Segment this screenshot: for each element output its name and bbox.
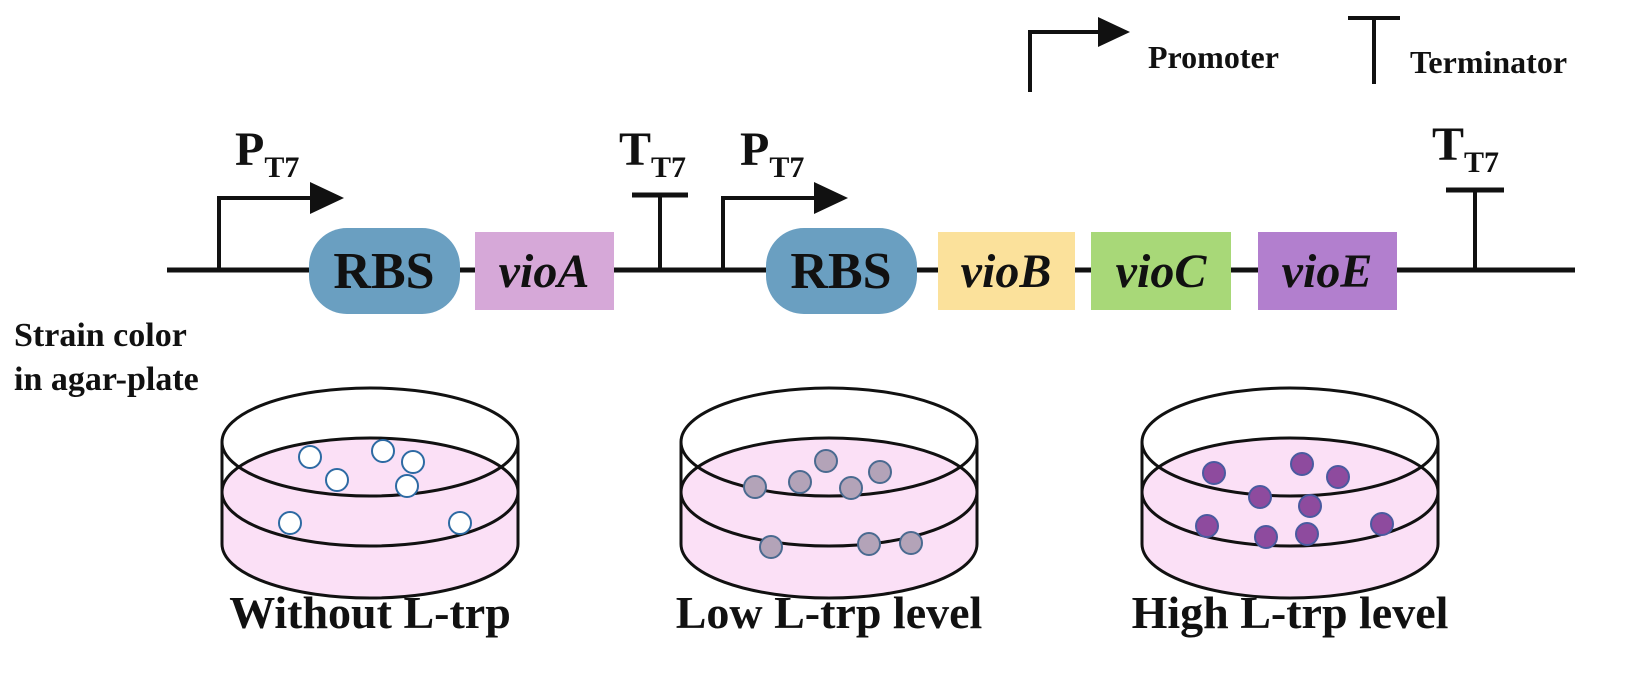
colony xyxy=(1326,465,1350,489)
gene-vioc-shape xyxy=(1091,232,1231,310)
colony xyxy=(1248,485,1272,509)
promoter-2-sub: T7 xyxy=(769,151,804,184)
legend-promoter-icon xyxy=(1028,17,1130,92)
colony xyxy=(278,511,302,535)
dish-caption: High L-trp level xyxy=(1132,587,1449,638)
terminator-2-main: T xyxy=(1432,118,1464,171)
colony xyxy=(743,475,767,499)
gene-vioe-label: vioE xyxy=(1282,245,1373,298)
legend-terminator-label: Terminator xyxy=(1410,44,1567,80)
petri-dish-2: Low L-trp level xyxy=(676,386,983,638)
gene-viob: vioB xyxy=(938,232,1075,310)
petri-dish-3: High L-trp level xyxy=(1132,386,1449,638)
gene-vioe-shape xyxy=(1258,232,1397,310)
colony xyxy=(1195,514,1219,538)
promoter-1: PT7 xyxy=(217,123,344,270)
promoter-arrow-icon xyxy=(217,196,313,270)
terminator-1-sub: T7 xyxy=(651,151,686,184)
dish-bottom xyxy=(1140,543,1440,600)
colony xyxy=(899,531,923,555)
promoter-1-label: PT7 xyxy=(235,123,299,184)
gene-vioc-label: vioC xyxy=(1116,245,1208,298)
promoter-2: PT7 xyxy=(721,123,848,270)
colony xyxy=(759,535,783,559)
promoter-arrow-icon xyxy=(721,196,817,270)
strain-color-line-2: in agar-plate xyxy=(14,361,199,398)
dish-bottom xyxy=(220,543,520,600)
gene-viob-shape xyxy=(938,232,1075,310)
gene-vioa-label: vioA xyxy=(499,245,590,298)
promoter-1-main: P xyxy=(235,123,264,176)
petri-dish-1: Without L-trp xyxy=(220,386,520,638)
gene-viob-label: vioB xyxy=(961,245,1052,298)
colony xyxy=(298,445,322,469)
colony xyxy=(1202,461,1226,485)
strain-color-line-1: Strain color xyxy=(14,317,187,354)
legend-terminator-icon xyxy=(1348,16,1400,84)
promoter-2-label: PT7 xyxy=(740,123,804,184)
rbs-1-shape xyxy=(309,228,460,314)
rbs-2-shape xyxy=(766,228,917,314)
colony xyxy=(401,450,425,474)
colony xyxy=(1254,525,1278,549)
colony xyxy=(325,468,349,492)
colony xyxy=(1290,452,1314,476)
agar-surface xyxy=(220,436,520,548)
dish-bottom xyxy=(679,543,979,600)
terminator-2-label: TT7 xyxy=(1432,118,1499,179)
colony xyxy=(395,474,419,498)
colony xyxy=(814,449,838,473)
dish-caption: Without L-trp xyxy=(229,587,511,638)
promoter-arrowhead-icon xyxy=(814,182,848,214)
agar-surface xyxy=(1140,436,1440,548)
rbs-1: RBS xyxy=(309,228,460,314)
colony xyxy=(839,476,863,500)
terminator-2: TT7 xyxy=(1432,118,1504,270)
colony xyxy=(788,470,812,494)
gene-vioc: vioC xyxy=(1091,232,1231,310)
strain-color-label: Strain color in agar-plate xyxy=(14,317,199,398)
gene-vioa: vioA xyxy=(475,232,614,310)
legend-promoter-label: Promoter xyxy=(1148,39,1279,75)
rbs-2-label: RBS xyxy=(790,243,891,300)
terminator-1-main: T xyxy=(619,123,651,176)
terminator-1: TT7 xyxy=(619,123,688,270)
rbs-1-label: RBS xyxy=(333,243,434,300)
colony xyxy=(448,511,472,535)
rbs-2: RBS xyxy=(766,228,917,314)
colony xyxy=(868,460,892,484)
colony xyxy=(1298,494,1322,518)
promoter-2-main: P xyxy=(740,123,769,176)
colony xyxy=(1295,522,1319,546)
promoter-1-sub: T7 xyxy=(264,151,299,184)
gene-vioa-shape xyxy=(475,232,614,310)
dish-caption: Low L-trp level xyxy=(676,587,983,638)
petri-dishes: Without L-trp Low L-trp level High L-trp l… xyxy=(220,386,1449,638)
terminator-2-sub: T7 xyxy=(1464,146,1499,179)
promoter-arrowhead-icon xyxy=(310,182,344,214)
gene-vioe: vioE xyxy=(1258,232,1397,310)
legend: Promoter Terminator xyxy=(1028,16,1567,92)
terminator-1-label: TT7 xyxy=(619,123,686,184)
colony xyxy=(371,439,395,463)
colony xyxy=(857,532,881,556)
colony xyxy=(1370,512,1394,536)
